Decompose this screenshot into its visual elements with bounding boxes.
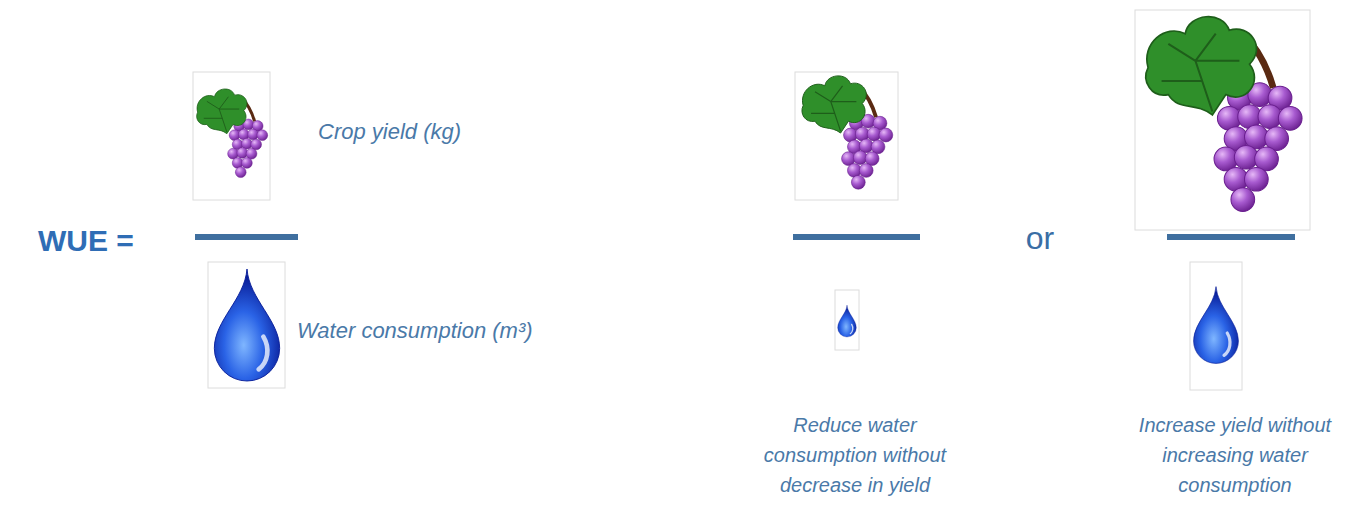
connector-word: or xyxy=(1026,214,1054,262)
fraction-bar xyxy=(793,234,920,240)
grapes-icon xyxy=(802,76,893,189)
denominator-label: Water consumption (m³) xyxy=(297,314,533,347)
water-drop-icon xyxy=(1194,287,1239,364)
fraction-bar xyxy=(195,234,298,240)
option-caption: Reduce water consumption without decreas… xyxy=(748,410,963,500)
fraction-bar xyxy=(1167,234,1295,240)
small-water-drop-icon xyxy=(838,305,857,337)
numerator-label: Crop yield (kg) xyxy=(318,115,461,148)
water-drop-icon xyxy=(214,269,279,381)
large-grapes-icon xyxy=(1146,17,1302,212)
grapes-icon xyxy=(197,89,268,178)
formula-term: WUE = xyxy=(38,218,134,263)
option-caption: Increase yield without increasing water … xyxy=(1110,410,1360,500)
